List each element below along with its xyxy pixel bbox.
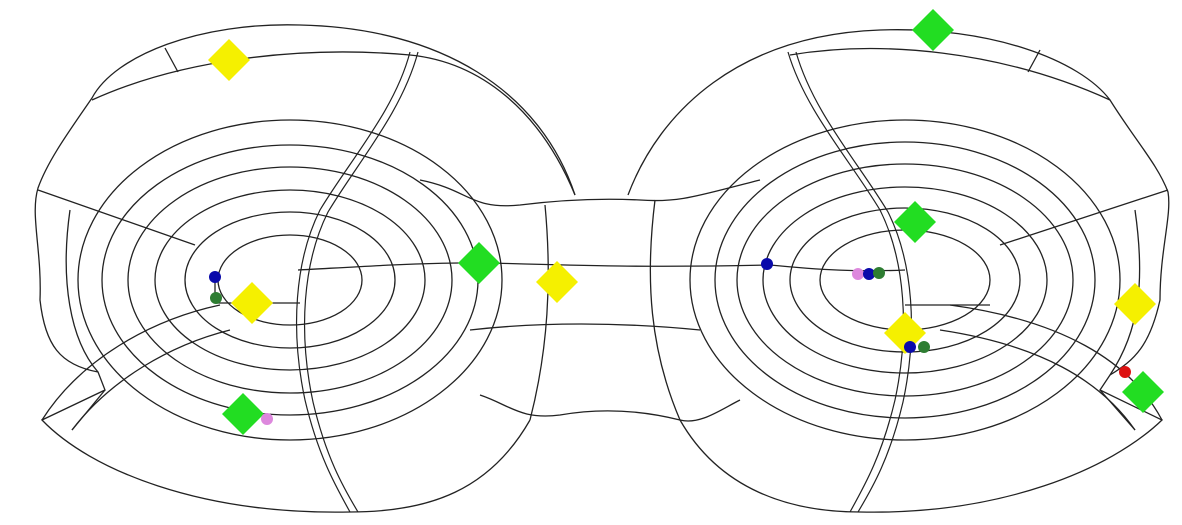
green-diamond-left-bottom[interactable] xyxy=(222,393,264,435)
green-diamond-right-top[interactable] xyxy=(912,9,954,51)
left-diagonal-wall-a xyxy=(296,51,411,513)
left-west-divider xyxy=(37,189,196,246)
blue-dot-right-lower[interactable] xyxy=(904,341,916,353)
right-lobe xyxy=(627,29,1170,513)
left-top-band xyxy=(91,51,576,196)
bridge-corridor xyxy=(489,262,771,267)
center-bridge xyxy=(419,179,771,422)
right-outer-boundary xyxy=(627,29,1170,513)
left-top-band-divider xyxy=(164,47,179,73)
bridge-lower-corridor xyxy=(469,323,701,331)
left-southwest-divider xyxy=(71,389,106,431)
right-ring-6 xyxy=(689,119,1121,441)
left-ring-4 xyxy=(127,166,453,394)
marker-layer xyxy=(208,9,1164,435)
yellow-diamond-bridge[interactable] xyxy=(536,261,578,303)
right-top-band xyxy=(789,47,1111,101)
bridge-top-edge xyxy=(419,179,761,207)
blue-dot-left[interactable] xyxy=(209,271,221,283)
dark-green-dot-right-center[interactable] xyxy=(873,267,885,279)
right-ring-4 xyxy=(736,163,1074,397)
yellow-diamond-right-edge[interactable] xyxy=(1114,283,1156,325)
dark-green-dot-right-lower[interactable] xyxy=(918,341,930,353)
left-west-band xyxy=(65,209,99,373)
yellow-diamond-left-top[interactable] xyxy=(208,39,250,81)
yellow-diamond-left-center[interactable] xyxy=(231,282,273,324)
right-ring-5 xyxy=(714,141,1096,419)
left-ring-3 xyxy=(154,189,426,371)
right-ring-3 xyxy=(762,186,1048,374)
bridge-bottom-edge xyxy=(479,394,741,422)
left-outer-boundary xyxy=(34,24,576,513)
left-ring-6 xyxy=(77,119,503,441)
green-diamond-left-bridge[interactable] xyxy=(458,242,500,284)
right-east-divider xyxy=(999,189,1169,246)
green-diamond-right-bottom[interactable] xyxy=(1122,371,1164,413)
right-center-corridor xyxy=(769,264,906,272)
left-southwest-band xyxy=(41,304,221,421)
right-diagonal-wall-b xyxy=(795,51,912,513)
red-dot-right-edge[interactable] xyxy=(1119,366,1131,378)
left-ring-2 xyxy=(184,211,396,349)
bridge-divider-left xyxy=(529,204,549,421)
pink-dot-right[interactable] xyxy=(852,268,864,280)
right-southeast-divider xyxy=(1099,389,1136,431)
blue-dot-right-path[interactable] xyxy=(761,258,773,270)
green-diamond-right-center[interactable] xyxy=(894,201,936,243)
bridge-divider-right xyxy=(649,199,681,421)
right-top-band-divider xyxy=(1027,49,1041,73)
blue-dot-right-center[interactable] xyxy=(863,268,875,280)
pink-dot-left[interactable] xyxy=(261,413,273,425)
left-diagonal-wall-b xyxy=(304,51,419,513)
yellow-diamond-right-center[interactable] xyxy=(884,312,926,354)
right-diagonal-wall-a xyxy=(787,51,904,513)
dark-green-dot-left[interactable] xyxy=(210,292,222,304)
